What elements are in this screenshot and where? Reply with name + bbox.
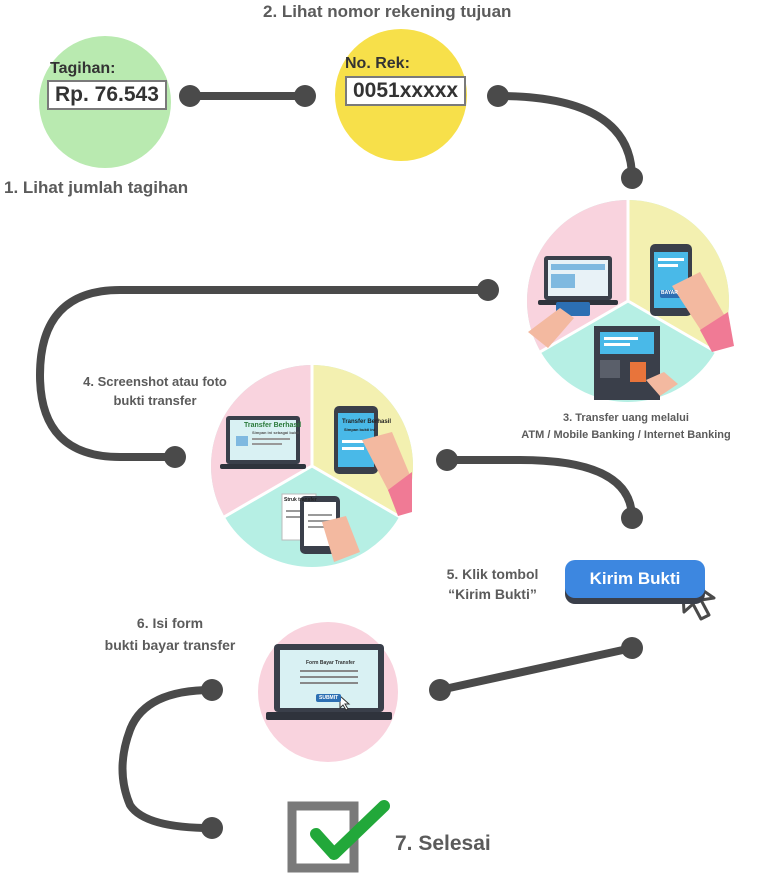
step-2-label: 2. Lihat nomor rekening tujuan	[263, 2, 512, 21]
connector-dots	[164, 85, 643, 839]
step-4-line1: 4. Screenshot atau foto	[83, 374, 227, 389]
phone-proof-title: Transfer Berhasil	[342, 419, 392, 425]
account-label: No. Rek:	[345, 55, 410, 72]
step-4-line2: bukti transfer	[113, 393, 197, 408]
phone-proof-subtitle: Simpan bukti ini	[344, 427, 375, 432]
checkmark-icon	[310, 800, 390, 860]
form-submit-button: SUBMIT	[316, 694, 342, 702]
step-3-label: 3. Transfer uang melalui ATM / Mobile Ba…	[496, 410, 756, 444]
connector-lines	[35, 92, 636, 832]
mobile-pay-label: BAYAR	[661, 290, 678, 296]
proof-subtitle: Simpan ini sebagai bukti	[252, 430, 299, 435]
account-number: 0051xxxxx	[345, 76, 467, 106]
bill-amount: Rp. 76.543	[47, 80, 167, 110]
bill-label: Tagihan:	[50, 60, 116, 77]
step-6-line1: 6. Isi form	[136, 615, 204, 631]
step-4-label: 4. Screenshot atau foto bukti transfer	[60, 372, 250, 410]
step-1-label: 1. Lihat jumlah tagihan	[4, 178, 189, 197]
form-title: Form Bayar Transfer	[306, 660, 355, 666]
step-6-line2: bukti bayar transfer	[104, 637, 236, 653]
step-5-label: 5. Klik tombol “Kirim Bukti”	[425, 564, 560, 604]
kirim-bukti-button[interactable]: Kirim Bukti	[565, 560, 705, 598]
step-7-label: 7. Selesai	[395, 832, 491, 855]
step-3-line2: ATM / Mobile Banking / Internet Banking	[521, 429, 731, 441]
form-circle	[258, 622, 398, 762]
cursor-icon	[339, 694, 351, 711]
step-5-line1: 5. Klik tombol	[446, 566, 539, 582]
proof-title: Transfer Berhasil	[244, 422, 302, 429]
step-6-label: 6. Isi form bukti bayar transfer	[70, 612, 270, 656]
receipt-title: Struk transfer	[284, 497, 317, 503]
step-3-line1: 3. Transfer uang melalui	[563, 412, 689, 424]
step-5-line2: “Kirim Bukti”	[448, 586, 537, 602]
transfer-methods-circle	[527, 200, 734, 402]
